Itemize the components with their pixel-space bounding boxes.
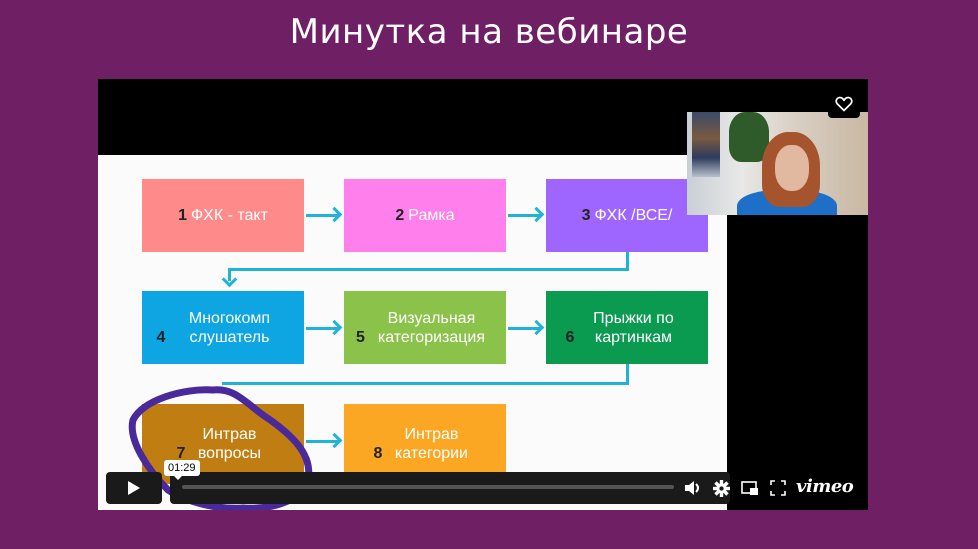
progress-track[interactable] [182,485,674,489]
pip-button[interactable] [740,478,760,498]
connector-line [626,364,629,384]
heart-icon [835,96,853,112]
arrow-right [508,327,540,330]
flow-box-6: 6Прыжки по картинкам [546,291,708,364]
connector-line [228,268,629,271]
arrow-down-head [221,271,238,288]
pip-icon [741,480,758,495]
like-button[interactable] [828,90,860,118]
play-button[interactable] [106,472,162,504]
bookshelf [692,112,720,177]
play-icon [128,481,140,495]
connector-line [228,268,231,281]
fullscreen-button[interactable] [768,478,788,498]
vimeo-logo[interactable]: vimeo [796,476,854,497]
arrow-right [306,327,338,330]
arrow-right [306,440,338,443]
arrow-right [306,214,338,217]
flow-box-8: 8Интрав категории [344,404,506,484]
plant [729,112,769,162]
flow-box-4: 4Многокомп слушатель [142,291,304,364]
time-tooltip: 01:29 [164,460,200,480]
volume-icon [685,481,699,495]
player-controls: 01:29 vimeo [98,460,868,508]
volume-button[interactable] [683,478,703,498]
webcam-video [687,112,868,215]
flow-box-5: 5Визуальная категоризация [344,291,506,364]
connector-line [222,382,629,385]
connector-line [626,252,629,270]
settings-icon [712,479,730,497]
presenter-face [775,145,809,191]
fullscreen-icon [770,480,786,496]
settings-button[interactable] [711,478,731,498]
page-title: Минутка на вебинаре [289,12,689,52]
arrow-right [508,214,540,217]
